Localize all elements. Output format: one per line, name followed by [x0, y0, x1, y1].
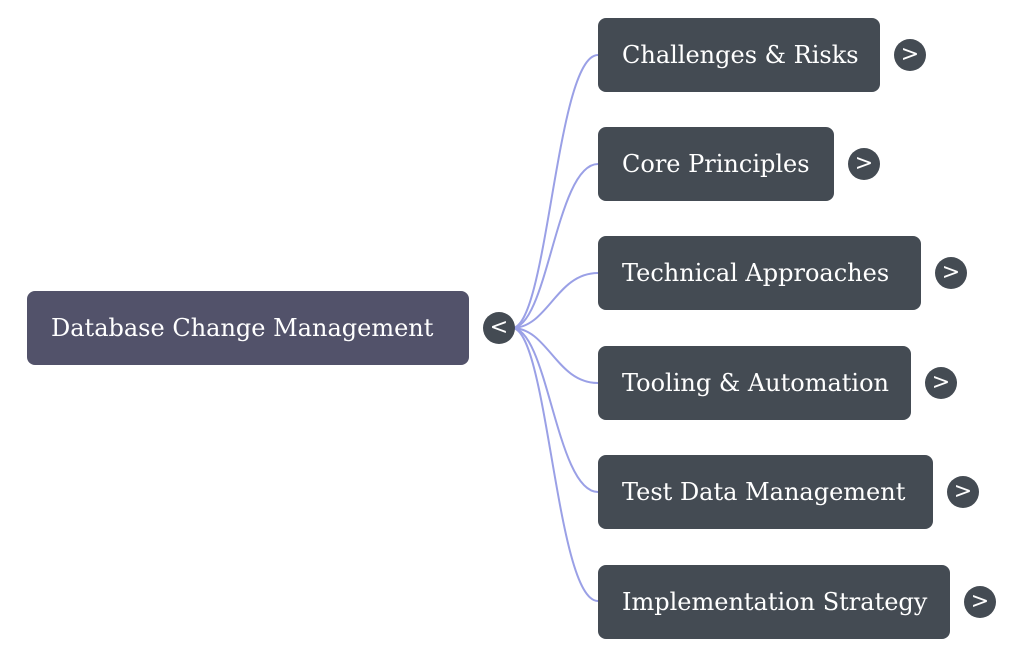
chevron-left-icon: <	[489, 315, 509, 340]
node-implementation-strategy[interactable]: Implementation Strategy	[598, 565, 950, 639]
chevron-right-icon: >	[854, 151, 874, 176]
node-label: Technical Approaches	[622, 259, 890, 287]
node-label: Core Principles	[622, 150, 810, 178]
chevron-right-icon: >	[900, 42, 920, 67]
chevron-right-icon: >	[953, 479, 973, 504]
chevron-right-icon: >	[970, 589, 990, 614]
node-test-data-management[interactable]: Test Data Management	[598, 455, 933, 529]
node-label: Implementation Strategy	[622, 588, 928, 616]
connector-core-principles	[511, 163, 599, 329]
node-label: Test Data Management	[622, 478, 906, 506]
expand-toggle-challenges-risks[interactable]: >	[894, 39, 926, 71]
expand-toggle-technical-approaches[interactable]: >	[935, 257, 967, 289]
connector-test-data-management	[511, 327, 599, 493]
expand-toggle-core-principles[interactable]: >	[848, 148, 880, 180]
node-challenges-risks[interactable]: Challenges & Risks	[598, 18, 880, 92]
chevron-right-icon: >	[941, 260, 961, 285]
node-label: Challenges & Risks	[622, 41, 859, 69]
expand-toggle-implementation-strategy[interactable]: >	[964, 586, 996, 618]
collapse-toggle[interactable]: <	[483, 312, 515, 344]
connector-challenges-risks	[511, 54, 599, 329]
node-label: Tooling & Automation	[622, 369, 890, 397]
node-technical-approaches[interactable]: Technical Approaches	[598, 236, 921, 310]
root-node[interactable]: Database Change Management	[27, 291, 469, 365]
chevron-right-icon: >	[931, 370, 951, 395]
connector-technical-approaches	[511, 272, 599, 329]
connector-implementation-strategy	[511, 327, 599, 602]
node-tooling-automation[interactable]: Tooling & Automation	[598, 346, 911, 420]
expand-toggle-test-data-management[interactable]: >	[947, 476, 979, 508]
connector-tooling-automation	[511, 327, 599, 384]
expand-toggle-tooling-automation[interactable]: >	[925, 367, 957, 399]
node-core-principles[interactable]: Core Principles	[598, 127, 834, 201]
root-node-label: Database Change Management	[51, 314, 434, 342]
